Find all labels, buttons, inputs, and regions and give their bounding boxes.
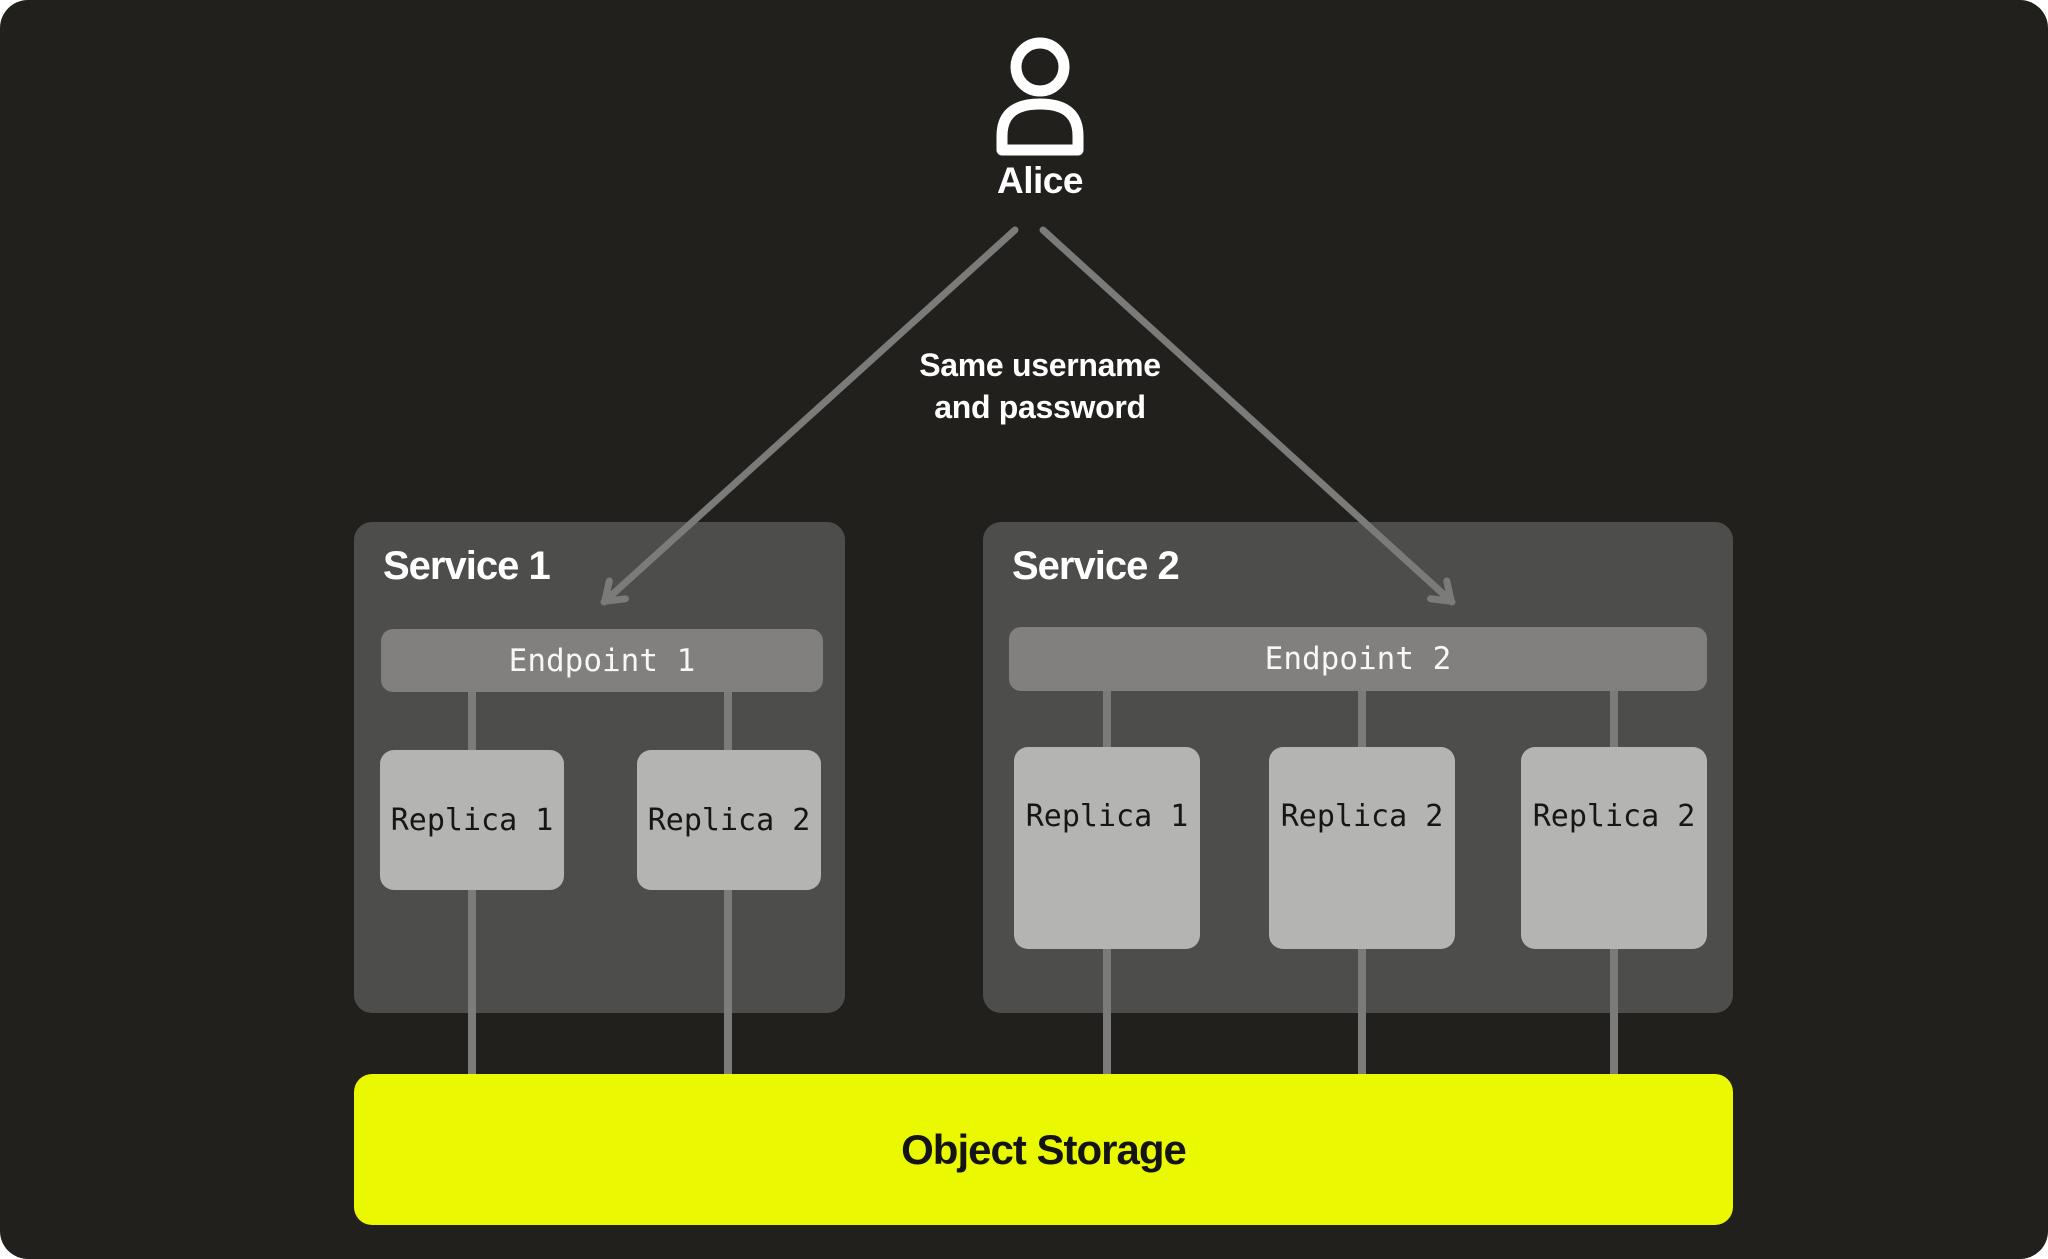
user-head	[1010, 37, 1070, 97]
auth-annotation-line2: and password	[934, 389, 1146, 425]
auth-annotation: Same username and password	[880, 344, 1200, 428]
endpoint-1-label: Endpoint 1	[508, 642, 696, 679]
user-name-label: Alice	[997, 160, 1083, 201]
endpoint-1-bar: Endpoint 1	[381, 629, 823, 692]
auth-annotation-line1: Same username	[919, 347, 1161, 383]
user-icon	[996, 37, 1084, 156]
replica-label: Replica 1	[390, 802, 554, 838]
replica-label: Replica 1	[1025, 799, 1189, 834]
service-2-replica-2: Replica 2	[1269, 747, 1455, 949]
service-1-title: Service 1	[383, 544, 551, 588]
object-storage-bar: Object Storage	[354, 1074, 1733, 1225]
replica-label: Replica 2	[1532, 799, 1696, 834]
object-storage-label: Object Storage	[901, 1125, 1187, 1173]
service-2-replica-3: Replica 2	[1521, 747, 1707, 949]
endpoint-2-bar: Endpoint 2	[1009, 627, 1707, 691]
replica-label: Replica 2	[647, 802, 811, 838]
service-2-title: Service 2	[1012, 544, 1180, 588]
replica-label: Replica 2	[1280, 799, 1444, 834]
service-1-replica-2: Replica 2	[637, 750, 821, 890]
endpoint-2-label: Endpoint 2	[1264, 641, 1452, 677]
service-2-replica-1: Replica 1	[1014, 747, 1200, 949]
user-body	[996, 98, 1084, 156]
service-1-replica-1: Replica 1	[380, 750, 564, 890]
